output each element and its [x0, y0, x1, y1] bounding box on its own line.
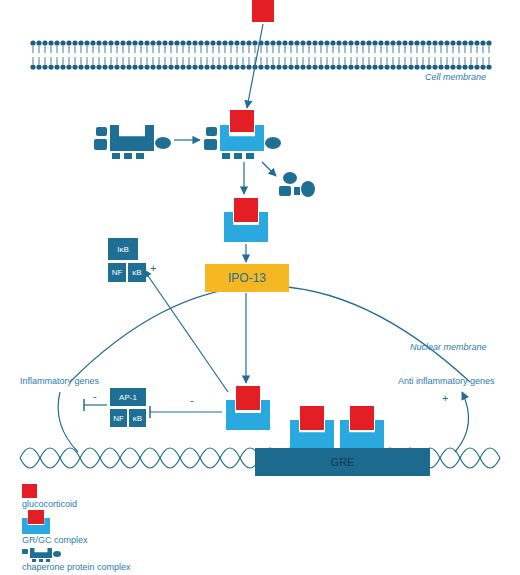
protein-box: IκB — [108, 238, 138, 260]
chaperone-part — [222, 153, 230, 159]
node-text: κB — [132, 268, 141, 277]
legend-sample — [46, 559, 50, 562]
arrow — [245, 244, 246, 262]
legend-swatch — [22, 484, 37, 498]
gre-band: GRE — [255, 448, 430, 476]
glucocorticoid — [234, 198, 258, 222]
chaperone-part — [124, 153, 132, 159]
importin-box: IPO-13 — [205, 264, 289, 292]
protein-box: NF — [110, 409, 127, 427]
receptor-shape — [110, 125, 154, 151]
gene-arc — [455, 392, 469, 452]
chaperone-part — [234, 153, 242, 159]
node-text: NF — [113, 414, 124, 423]
protein-box: AP-1 — [110, 388, 146, 406]
protein-box: κB — [129, 409, 146, 427]
legend-text: chaperone protein complex — [22, 562, 131, 572]
node-text: IPO-13 — [228, 271, 266, 285]
chaperone-part — [246, 153, 254, 159]
legend-sample — [22, 548, 61, 562]
arrow — [245, 293, 246, 383]
chaperone-part — [279, 186, 291, 196]
cell-membrane — [30, 40, 492, 70]
arrow — [243, 162, 244, 194]
legend-sample — [22, 549, 28, 554]
node-text: AP-1 — [119, 393, 137, 402]
legend-sample — [53, 551, 61, 557]
chaperone-part — [136, 153, 144, 159]
arrow — [247, 24, 263, 108]
inhibition-line — [150, 411, 222, 412]
node-text: GRE — [331, 456, 355, 468]
effect-sign: - — [190, 394, 194, 406]
node-text: IκB — [117, 245, 129, 254]
gene-arc — [58, 392, 78, 452]
chaperone-part — [155, 137, 171, 149]
effect-sign: + — [150, 262, 156, 274]
chaperone-part — [206, 127, 217, 136]
protein-box: κB — [128, 263, 146, 282]
glucocorticoid — [236, 386, 260, 410]
arrow — [174, 139, 200, 140]
chaperone-part — [96, 127, 107, 136]
inhibition-line — [84, 404, 107, 405]
glucocorticoid — [230, 110, 254, 132]
chaperone-part — [301, 181, 315, 197]
legend-sample — [32, 559, 36, 562]
annotation-label: Anti inflammatory genes — [398, 376, 495, 386]
chaperone-part — [204, 139, 217, 150]
glucocorticoid — [252, 0, 274, 22]
legend-text: GR/GC complex — [22, 535, 88, 545]
chaperone-part — [283, 172, 297, 184]
legend-sample — [30, 548, 52, 558]
node-text: NF — [112, 268, 123, 277]
glucocorticoid — [350, 406, 374, 430]
effect-sign: - — [93, 390, 97, 402]
annotation-label: Nuclear membrane — [410, 342, 487, 352]
protein-box: NF — [108, 263, 126, 282]
nuclear-membrane — [70, 286, 470, 382]
chaperone-part — [94, 139, 107, 150]
arrow — [262, 162, 276, 176]
chaperone-complex — [94, 125, 171, 159]
chaperone-part — [112, 153, 120, 159]
legend-sample — [39, 559, 43, 562]
node-text: κB — [133, 414, 142, 423]
annotation-label: Cell membrane — [425, 72, 486, 82]
effect-sign: + — [442, 392, 448, 404]
chaperone-part — [265, 137, 281, 149]
chaperone-part — [294, 187, 300, 195]
chaperone-complex — [279, 172, 315, 197]
annotation-label: Inflammatory genes — [20, 376, 99, 386]
legend-text: glucocorticoid — [22, 499, 77, 509]
bound-complex — [204, 110, 281, 159]
glucocorticoid — [300, 406, 324, 430]
legend-sample — [28, 510, 44, 524]
